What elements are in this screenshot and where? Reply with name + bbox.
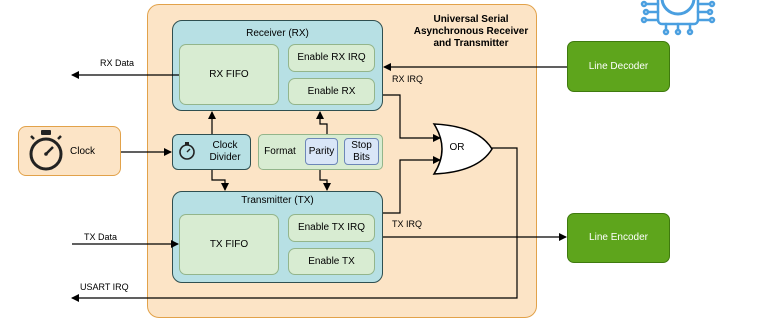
- format-label: Format: [264, 146, 296, 157]
- stop-bits-line1: Stop: [351, 139, 372, 151]
- usart-irq-line: [71, 147, 518, 302]
- clock-label: Clock: [70, 146, 96, 157]
- clock-divider: [172, 134, 251, 170]
- enable-rx-irq: Enable RX IRQ: [288, 44, 375, 72]
- clock-divider-label: Clock Divider: [202, 140, 248, 164]
- line-decoder: Line Decoder: [567, 41, 670, 92]
- tx-data-label: TX Data: [84, 232, 118, 242]
- rx-data-label: RX Data: [100, 58, 135, 68]
- divider-tx-line: [211, 170, 229, 191]
- enable-tx-irq: Enable TX IRQ: [288, 214, 375, 242]
- or-gate-label: OR: [449, 142, 465, 153]
- rx-irq-line: [383, 94, 441, 142]
- format-rx-line: [316, 111, 328, 134]
- stopwatch-icon: [29, 130, 63, 171]
- usart-title: Universal Serial Asynchronous Receiver a…: [408, 14, 534, 50]
- stop-bits-option: Stop Bits: [344, 138, 379, 165]
- usart-title-line3: and Transmitter: [433, 38, 509, 49]
- line-encoder: Line Encoder: [567, 213, 670, 263]
- or-gate-shape: [432, 123, 493, 175]
- enable-rx: Enable RX: [288, 78, 375, 105]
- rx-irq-label: RX IRQ: [392, 74, 424, 84]
- clock-divider-line2: Divider: [209, 152, 241, 163]
- stopwatch-icon: [179, 142, 195, 160]
- tx-fifo: TX FIFO: [179, 214, 279, 275]
- usart-title-line1: Universal Serial: [433, 14, 509, 25]
- tx-irq-label: TX IRQ: [392, 219, 423, 229]
- stop-bits-line2: Bits: [353, 151, 370, 163]
- clock-divider-line1: Clock: [212, 140, 238, 151]
- usart-title-line2: Asynchronous Receiver: [413, 26, 529, 37]
- receiver-title: Receiver (RX): [246, 28, 309, 39]
- clock-source: [18, 126, 121, 176]
- usart-irq-label: USART IRQ: [80, 282, 129, 292]
- chip-icon: [640, 0, 716, 36]
- enable-tx: Enable TX: [288, 248, 375, 275]
- rx-fifo: RX FIFO: [179, 44, 279, 105]
- parity-option: Parity: [305, 138, 338, 165]
- transmitter-title: Transmitter (TX): [241, 195, 314, 206]
- format-tx-line: [319, 170, 331, 191]
- tx-irq-line: [383, 156, 441, 214]
